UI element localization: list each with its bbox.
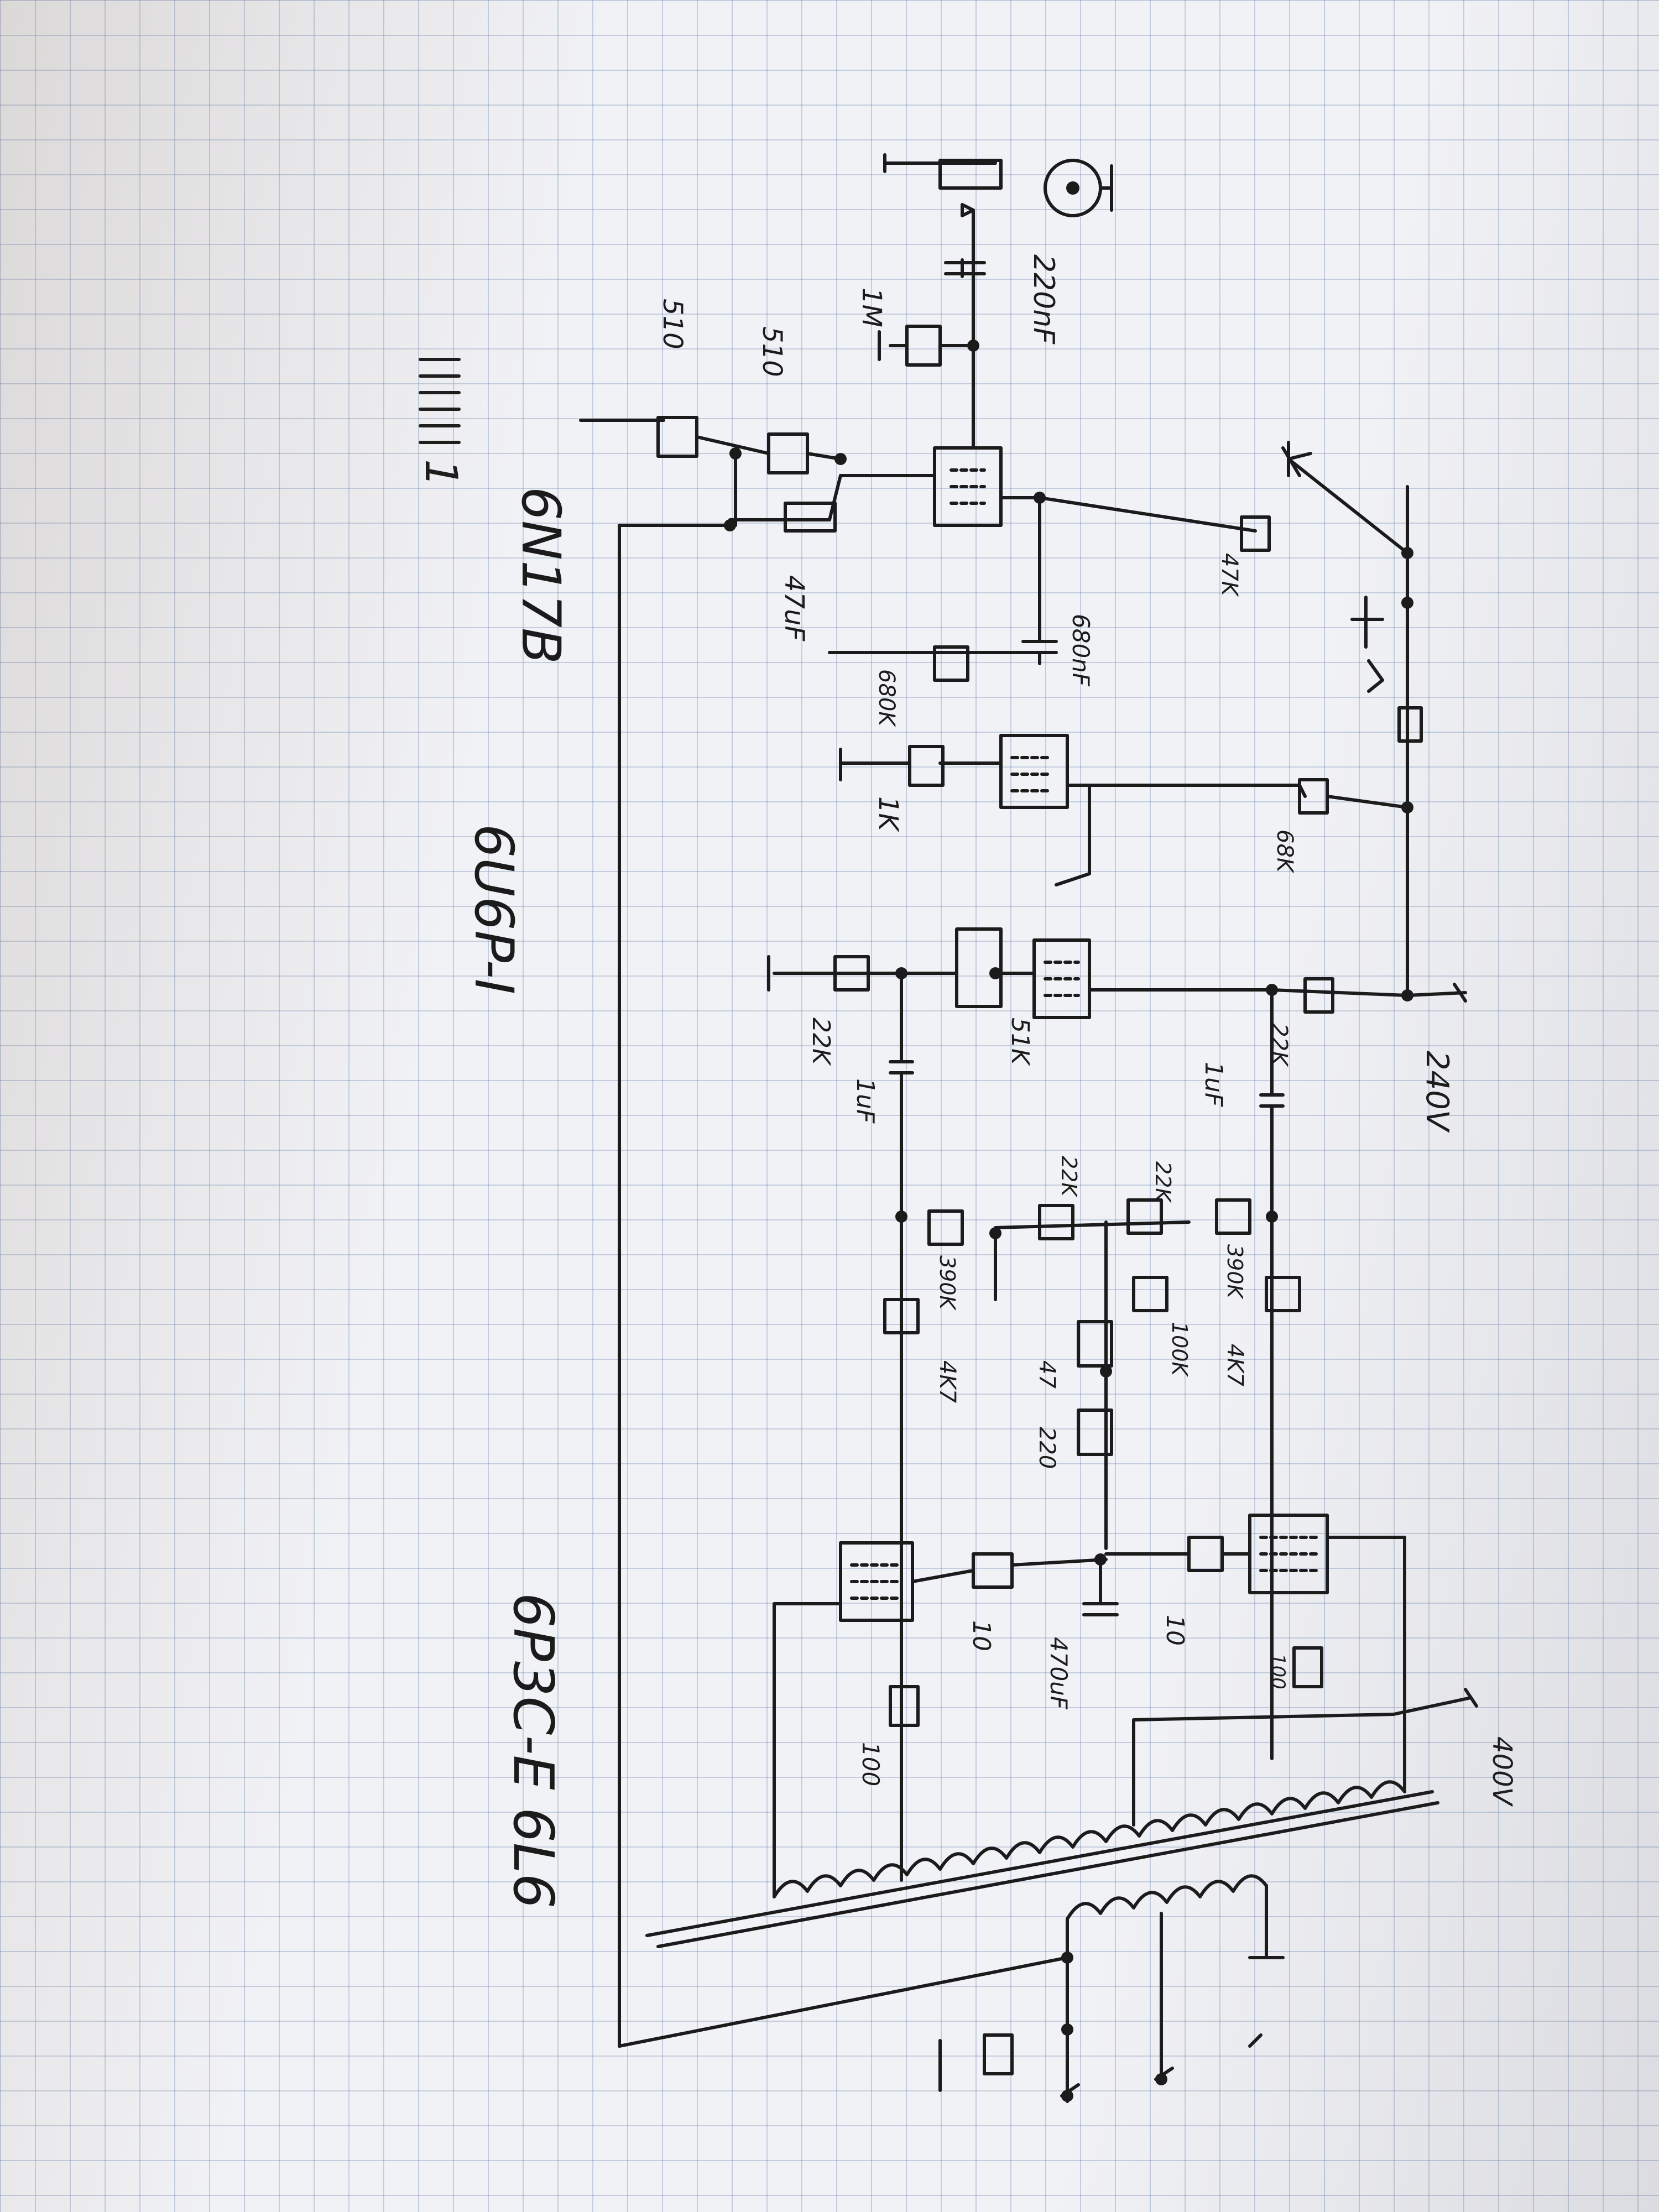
plate-resistor-47k [1240,515,1271,552]
label-bias2: 220 [1034,1427,1060,1469]
label-grid2: 680K [874,669,899,727]
input-jack-icon [1044,159,1113,217]
sheet-mark: 1 [415,459,467,487]
plate-resistor-68k [1298,778,1409,815]
labels: 220nF 1M 510 510 47uF 47K 68K 22K 240V 6… [415,254,1517,1908]
label-cpl1: 680nF [1067,614,1094,687]
label-gs1: 10 [1161,1615,1189,1646]
label-k1: 510 [757,326,787,377]
output-transformer-icon [618,1536,1478,2103]
label-pi-f: 4K7 [935,1360,960,1404]
speaker-terminals-icon [938,2028,1262,2103]
label-cpl2: 1uF [1199,1062,1228,1107]
label-bias1: 47 [1034,1360,1060,1389]
stage3-cathode [767,927,1036,1008]
label-in-grid: 1M [856,288,887,327]
label-k4: 51K [1006,1018,1034,1066]
label-pi-a1: 22K [1151,1161,1175,1203]
tube-label-6p3c: 6P3C-E 6L6 [501,1593,566,1908]
label-v400: 400V [1486,1736,1517,1807]
label-pi-b: 390K [1223,1244,1247,1300]
label-cpl3: 1uF [851,1078,879,1124]
tube-label-6u6p: 6U6P-I [463,824,525,994]
plate-resistor-22k [1303,977,1334,1014]
grid-resistor-680k [933,645,969,682]
screen-resistors [889,1646,1323,1727]
label-sg2: 100 [857,1742,884,1786]
label-grid3: 22K [807,1018,835,1066]
tube-label-6n17b: 6N17B [510,487,572,664]
label-plate1: 47K [1217,553,1242,597]
label-pi-d: 100K [1167,1322,1192,1378]
cathode-resistors [656,416,842,533]
grid-resistor-1m [878,325,975,367]
label-k3: 1K [873,796,904,833]
bplus-rail [1406,485,1467,1003]
label-plate2: 68K [1272,830,1297,874]
scribble-mark [419,358,461,444]
volume-pot-icon [883,153,1003,295]
tube-stage2 [999,734,1307,886]
output-tube-upper [1248,1514,1329,1594]
tube-stage3 [1032,938,1409,1019]
cathode-resistor-1k [839,745,1003,787]
phase-splitter-network [883,972,1301,1882]
decoupling-network [1281,441,1423,743]
label-pi-c: 390K [935,1255,959,1311]
stage1-wiring [579,344,1257,2048]
grid-stopper-resistors [911,1536,1251,1589]
label-bias-cap: 470uF [1045,1637,1072,1710]
bias-cap-470uf [1082,1558,1119,1616]
label-in-cap: 220nF [1027,254,1060,345]
label-pi-a2: 22K [1057,1156,1081,1198]
label-v240: 240V [1419,1051,1455,1133]
label-sg1: 100 [1267,1653,1289,1689]
label-k-cap: 47uF [779,575,810,642]
coupling-cap-680nf [828,629,1058,665]
label-k2: 510 [657,299,688,349]
label-pi-e: 4K7 [1222,1344,1248,1387]
label-plate3: 22K [1266,1023,1292,1067]
tube-6n17b [933,446,1003,527]
label-gs2: 10 [967,1620,995,1651]
